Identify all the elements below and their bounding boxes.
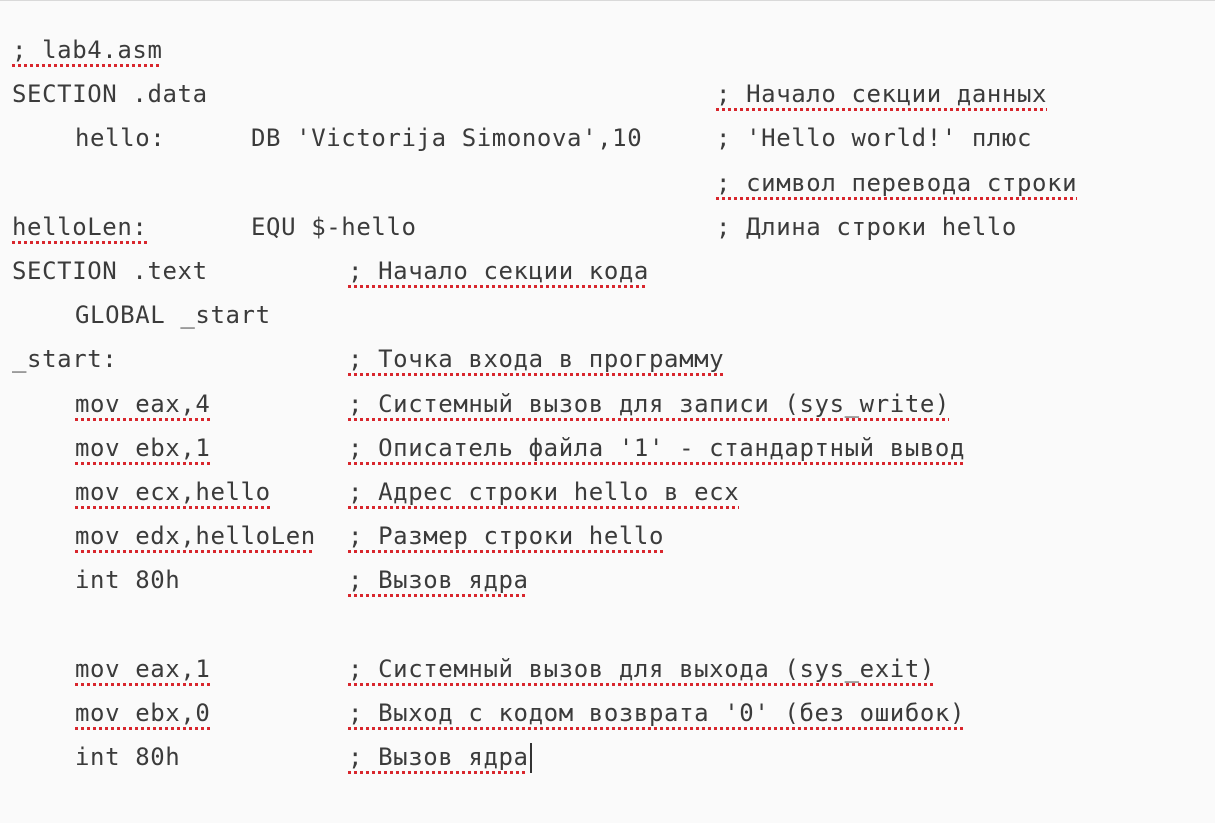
code-line-16[interactable]: mov ebx,0 ; Выход с кодом возврата '0' (… [12,691,964,735]
code-line-2[interactable]: SECTION .data ; Начало секции данных [12,72,1046,116]
code-line-8[interactable]: _start: ; Точка входа в программу [12,337,724,381]
code-line-13[interactable]: int 80h ; Вызов ядра [12,558,528,602]
instruction: mov ecx,hello [75,477,271,506]
line-comment: ; Вызов ядра [348,566,529,595]
instruction: int 80h [75,743,181,771]
line-comment: ; Начало секции кода [348,256,649,285]
line-comment: ; символ перевода строки [716,168,1078,197]
code-line-15[interactable]: mov eax,1 ; Системный вызов для выхода (… [12,647,934,691]
instruction: mov ebx,0 [75,698,211,727]
instruction: EQU $-hello [251,212,417,241]
instruction: mov eax,1 [75,654,211,683]
line-comment: ; Описатель файла '1' - стандартный выво… [348,433,966,462]
line-comment: ; 'Hello world!' плюс [716,124,1033,153]
instruction: int 80h [75,566,181,595]
instruction: mov ebx,1 [75,433,211,462]
text-caret [529,743,532,773]
code-line-11[interactable]: mov ecx,hello ; Адрес строки hello в ecx [12,470,739,514]
line-comment: ; Вызов ядра [348,743,529,771]
code-line-1[interactable]: ; lab4.asm [12,28,162,72]
line-comment: ; Адрес строки hello в ecx [348,477,740,506]
line-comment: ; Начало секции данных [716,80,1048,109]
file-comment: ; lab4.asm [12,36,163,64]
code-line-12[interactable]: mov edx,helloLen ; Размер строки hello [12,514,663,558]
line-comment: ; Выход с кодом возврата '0' (без ошибок… [348,698,966,727]
line-comment: ; Системный вызов для записи (sys_write) [348,389,950,418]
code-line-14[interactable] [12,602,102,646]
code-line-7[interactable]: GLOBAL _start [12,293,270,337]
code-line-10[interactable]: mov ebx,1 ; Описатель файла '1' - станда… [12,426,964,470]
line-comment: ; Точка входа в программу [348,345,725,374]
code-text-area[interactable]: ; lab4.asm SECTION .data ; Начало секции… [12,28,1077,779]
code-line-3[interactable]: hello: DB 'Victorija Simonova',10 ; 'Hel… [12,116,1031,160]
global-directive: GLOBAL _start [75,301,271,330]
label: hello: [75,124,166,153]
line-comment: ; Длина строки hello [716,212,1017,241]
code-line-4[interactable]: ; символ перевода строки [12,161,1077,205]
label: helloLen: [12,212,148,241]
code-line-9[interactable]: mov eax,4 ; Системный вызов для записи (… [12,382,949,426]
line-comment: ; Системный вызов для выхода (sys_exit) [348,654,935,683]
comment-with-caret: ; Вызов ядра [348,735,532,779]
instruction: DB 'Victorija Simonova',10 [251,124,643,153]
section-directive: SECTION .text [12,256,208,285]
section-directive: SECTION .data [12,80,208,109]
instruction: mov eax,4 [75,389,211,418]
code-line-17[interactable]: int 80h ; Вызов ядра [12,735,532,779]
instruction: mov edx,helloLen [75,522,316,551]
label: _start: [12,345,118,374]
code-line-5[interactable]: helloLen: EQU $-hello ; Длина строки hel… [12,205,1016,249]
code-line-6[interactable]: SECTION .text ; Начало секции кода [12,249,648,293]
line-comment: ; Размер строки hello [348,522,665,551]
